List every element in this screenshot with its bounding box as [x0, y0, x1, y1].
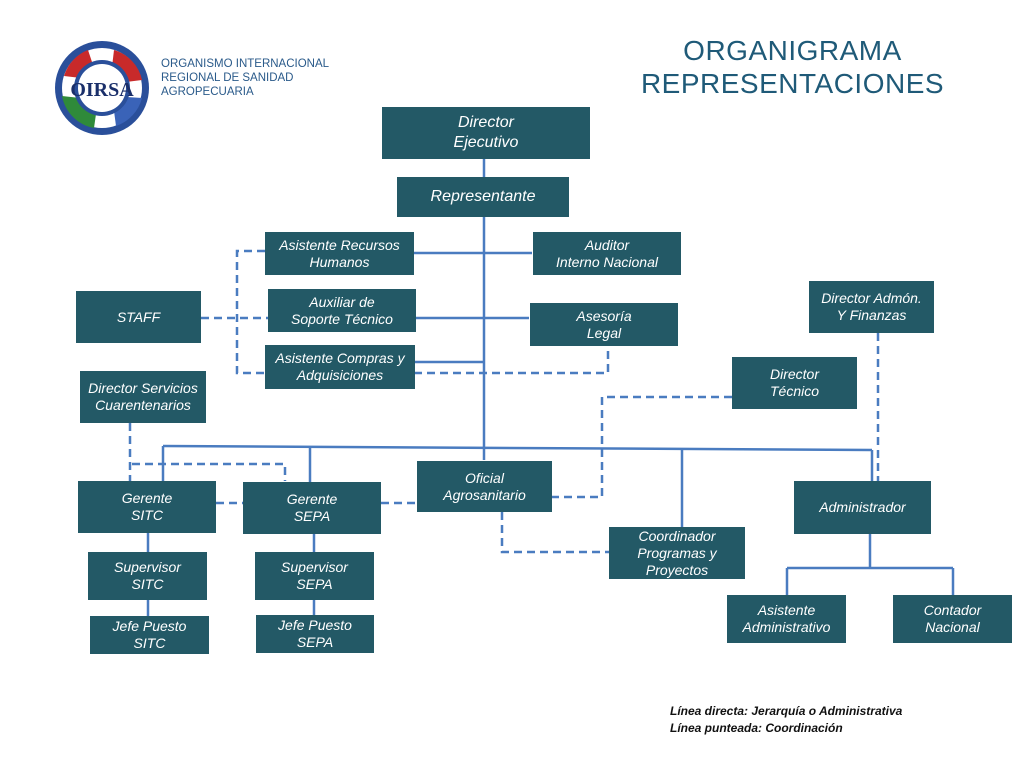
node-auditor-interno: Auditor Interno Nacional	[533, 232, 681, 275]
svg-text:OIRSA: OIRSA	[70, 79, 134, 101]
page-title: ORGANIGRAMA REPRESENTACIONES	[640, 35, 945, 99]
organization-name: ORGANISMO INTERNACIONAL REGIONAL DE SANI…	[161, 58, 330, 98]
node-staff: STAFF	[76, 291, 201, 343]
node-auxiliar-soporte-tecnico: Auxiliar de Soporte Técnico	[268, 289, 416, 332]
node-administrador: Administrador	[794, 481, 931, 534]
node-supervisor-sepa: Supervisor SEPA	[255, 552, 374, 600]
node-asesoria-legal: Asesoría Legal	[530, 303, 678, 346]
legend-solid-line: Línea directa: Jerarquía o Administrativ…	[670, 704, 903, 718]
legend: Línea directa: Jerarquía o Administrativ…	[670, 703, 990, 737]
node-supervisor-sitc: Supervisor SITC	[88, 552, 207, 600]
node-asistente-compras: Asistente Compras y Adquisiciones	[265, 345, 415, 389]
node-director-servicios-cuarentenarios: Director Servicios Cuarentenarios	[80, 371, 206, 423]
node-oficial-agrosanitario: Oficial Agrosanitario	[417, 461, 552, 512]
node-coordinador-programas: Coordinador Programas y Proyectos	[609, 527, 745, 579]
node-jefe-puesto-sitc: Jefe Puesto SITC	[90, 616, 209, 654]
node-representante: Representante	[397, 177, 569, 217]
oirsa-logo: OIRSA	[55, 41, 149, 135]
dashed-lines	[128, 249, 880, 554]
solid-lines	[146, 158, 955, 616]
legend-dashed-line: Línea punteada: Coordinación	[670, 721, 843, 735]
node-director-tecnico: Director Técnico	[732, 357, 857, 409]
node-asistente-administrativo: Asistente Administrativo	[727, 595, 846, 643]
node-gerente-sitc: Gerente SITC	[78, 481, 216, 533]
node-director-ejecutivo: Director Ejecutivo	[382, 107, 590, 159]
node-jefe-puesto-sepa: Jefe Puesto SEPA	[256, 615, 374, 653]
node-asistente-recursos-humanos: Asistente Recursos Humanos	[265, 232, 414, 275]
node-contador-nacional: Contador Nacional	[893, 595, 1012, 643]
node-gerente-sepa: Gerente SEPA	[243, 482, 381, 534]
node-director-admon-finanzas: Director Admón. Y Finanzas	[809, 281, 934, 333]
